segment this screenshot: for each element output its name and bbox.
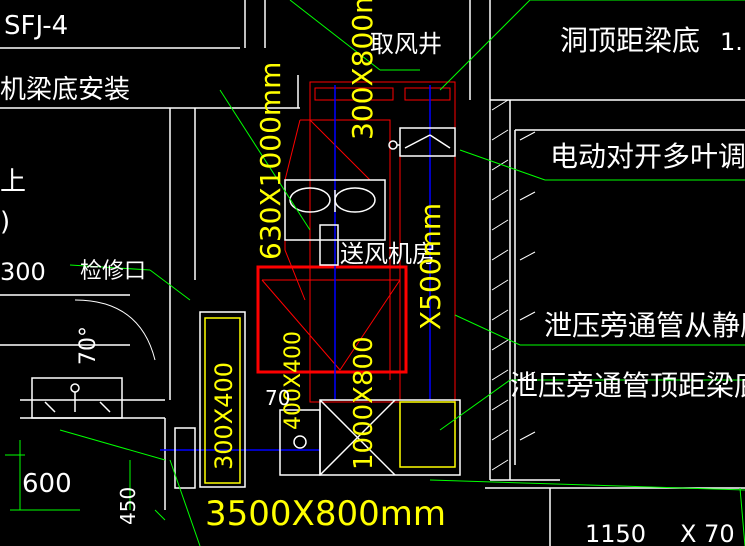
- small-label: 70: [265, 386, 290, 410]
- dim-450-label: 450: [116, 487, 140, 525]
- dim-300-label: 300: [0, 258, 46, 286]
- shaft-top-label: 洞顶距梁底: [560, 24, 700, 57]
- highlight-box[interactable]: [256, 265, 408, 374]
- damper-symbol: [388, 127, 456, 157]
- lower-equipment: [174, 311, 461, 489]
- leader-lines: [5, 0, 745, 546]
- dim-1150-label: 1150: [585, 520, 646, 546]
- dim-600-label: 600: [22, 469, 72, 499]
- bypass-static-label: 泄压旁通管从静压: [544, 309, 745, 342]
- access-door-label: 检修口: [80, 259, 146, 284]
- wall-hatch: [491, 99, 536, 471]
- fan-unit: [284, 179, 386, 266]
- duct-label-4: 1000X800: [349, 336, 379, 470]
- bypass-top-label: 泄压旁通管顶距梁底: [510, 369, 745, 402]
- duct-bottom-label: 3500X800mm: [205, 494, 446, 534]
- angle-label: 70°: [76, 326, 101, 365]
- dim-x70-label: X 70: [680, 520, 735, 546]
- duct-outlines: [261, 81, 456, 403]
- duct-label-2: 630X1000mm: [254, 62, 287, 260]
- duct-mid-label: 400X400: [281, 331, 306, 430]
- damper-label: 电动对开多叶调节: [550, 140, 745, 173]
- duct-label-5: 300X400: [210, 362, 238, 470]
- door-swing-arc: [74, 299, 156, 361]
- bracket-label: ): [0, 207, 10, 237]
- duct-label-1: 300X800mm: [346, 0, 379, 140]
- air-shaft-label: 取风井: [370, 30, 442, 58]
- code-label: SFJ-4: [4, 11, 68, 41]
- partial-label: 上: [0, 167, 26, 197]
- shaft-top-value: 1.: [720, 28, 743, 56]
- access-door-symbol: [31, 377, 123, 419]
- install-label: 机梁底安装: [0, 75, 130, 105]
- duct-label-3: X500mm: [414, 203, 447, 330]
- fan-room-label: 送风机房: [340, 240, 436, 268]
